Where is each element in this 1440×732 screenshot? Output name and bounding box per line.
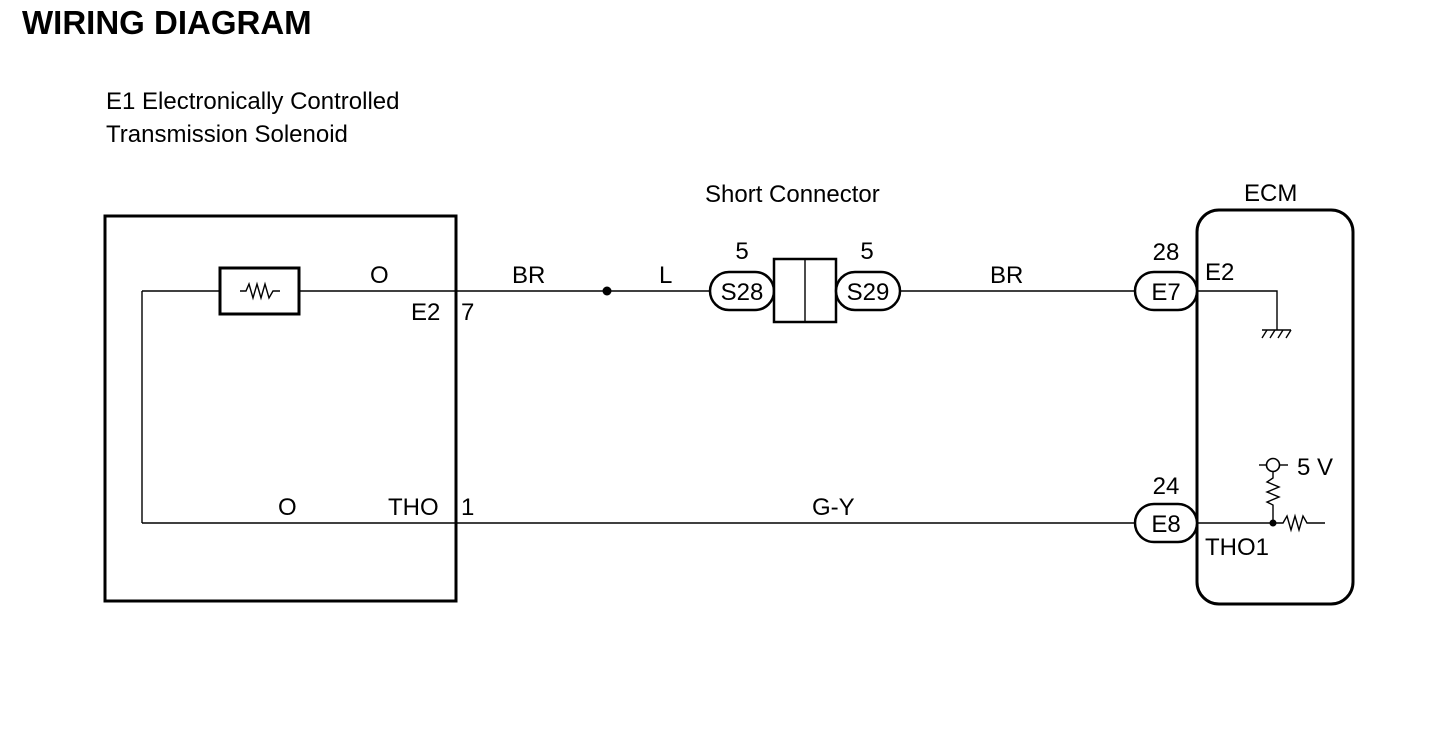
splice-point (602, 286, 612, 296)
page-title: WIRING DIAGRAM (22, 4, 312, 41)
solenoid-pin-bottom-number: 1 (461, 494, 474, 521)
solenoid-pin-top-name: E2 (411, 299, 440, 326)
solenoid-pin-top-number: 7 (461, 299, 474, 326)
wire-bottom-color: G-Y (812, 494, 855, 521)
connector-e8-id: E8 (1151, 511, 1180, 538)
wire-top-right-color: BR (990, 262, 1023, 289)
solenoid-name-line1: E1 Electronically Controlled (106, 88, 399, 115)
input-resistor-icon (1273, 513, 1325, 533)
connector-s29-id: S29 (847, 279, 890, 306)
ecm-terminal-e2: E2 (1205, 259, 1234, 286)
thermistor-zigzag-icon (240, 281, 280, 301)
connector-e7-id: E7 (1151, 279, 1180, 306)
short-connector-label: Short Connector (705, 181, 880, 208)
internal-wire-top-color: O (370, 262, 389, 289)
solenoid-name-line2: Transmission Solenoid (106, 121, 348, 148)
connector-e7-pin: 28 (1153, 239, 1180, 266)
supply-terminal-icon (1259, 457, 1288, 473)
connector-s28-pin: 5 (735, 238, 748, 265)
ecm-ground-wire (1197, 290, 1278, 330)
ecm-label: ECM (1244, 180, 1297, 207)
ecm-supply-voltage: 5 V (1297, 454, 1333, 481)
wire-top-left-color: BR (512, 262, 545, 289)
pullup-resistor-icon (1265, 471, 1281, 523)
ecm-box (1195, 208, 1355, 606)
connector-s29-pin: 5 (860, 238, 873, 265)
ecm-terminal-tho1: THO1 (1205, 534, 1269, 561)
solenoid-pin-bottom-name: THO (388, 494, 439, 521)
connector-e8-pin: 24 (1153, 473, 1180, 500)
ground-icon (1261, 329, 1292, 339)
internal-wire-bottom-color: O (278, 494, 297, 521)
solenoid-box (103, 214, 458, 603)
wire-top-mid-color: L (659, 262, 672, 289)
connector-s28-id: S28 (721, 279, 764, 306)
